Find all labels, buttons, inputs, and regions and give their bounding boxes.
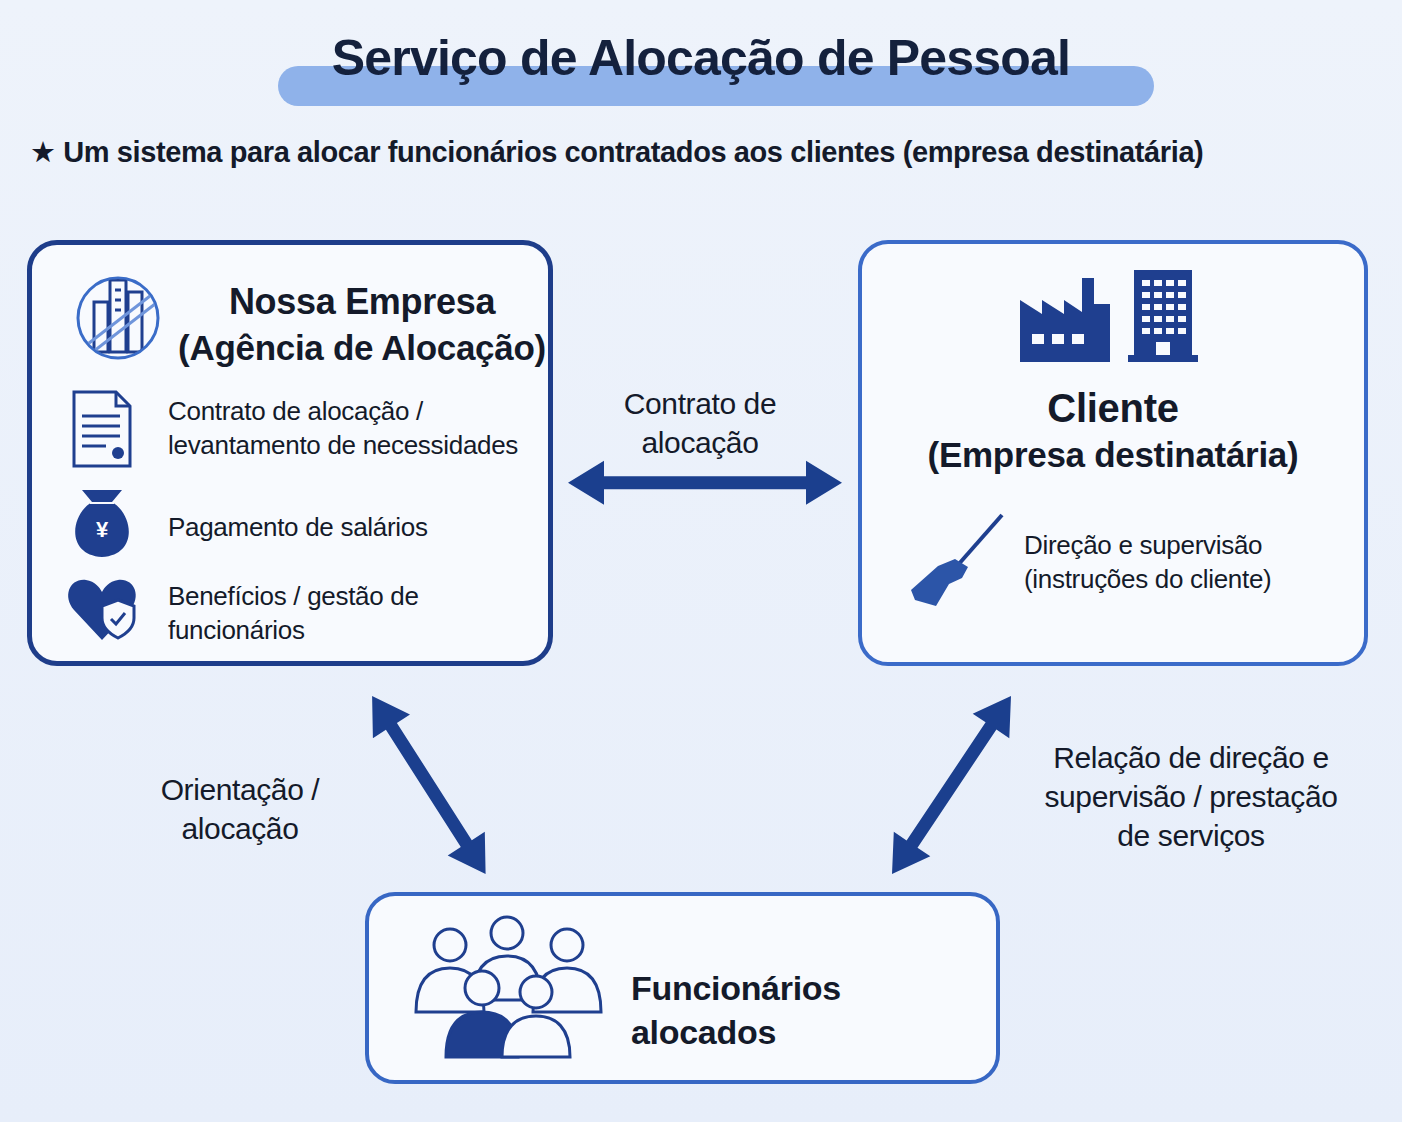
icon-part (82, 416, 120, 446)
icon-part (102, 600, 134, 638)
icon-part (82, 435, 120, 438)
company-logo (78, 278, 158, 358)
icon-part (1072, 334, 1084, 344)
icon-part (1154, 304, 1162, 310)
icon-part (1052, 334, 1064, 344)
service-item: Benefícios / gestão de funcionários (168, 580, 553, 648)
connector-label: Contrato de alocação (600, 384, 800, 462)
icon-part (115, 299, 121, 302)
icon-part (1166, 280, 1174, 286)
icon-part (446, 1012, 518, 1057)
icon-part (1142, 316, 1150, 322)
icon-part (74, 392, 130, 466)
service-item: Pagamento de salários (168, 511, 553, 545)
icon-part (1142, 280, 1186, 355)
icon-part (112, 447, 124, 459)
icon-part (115, 289, 121, 292)
heart-shield-icon (68, 580, 136, 640)
icon-part (1142, 280, 1150, 286)
icon-part (520, 976, 552, 1008)
people-group-icon (416, 917, 601, 1057)
icon-part (1178, 304, 1186, 310)
icon-part (502, 1016, 570, 1057)
icon-part (1020, 278, 1110, 362)
connector-label: Relação de direção e supervisão / presta… (1036, 738, 1346, 855)
subtitle-note: ★ Um sistema para alocar funcionários co… (30, 134, 1390, 172)
currency-symbol: ¥ (88, 516, 116, 545)
double-arrow (892, 696, 1011, 874)
document-icon (74, 392, 130, 466)
icon-part (85, 304, 155, 358)
icon-part (1166, 328, 1174, 334)
icon-part (1142, 292, 1150, 298)
icon-part (1154, 280, 1162, 286)
double-arrow (372, 696, 486, 874)
icon-part (1156, 342, 1170, 355)
icon-part (1142, 328, 1150, 334)
icon-part (82, 445, 106, 448)
icon-part (68, 580, 136, 640)
box-heading: Cliente (862, 382, 1364, 434)
icon-part (1166, 304, 1174, 310)
icon-part (80, 296, 150, 350)
icon-part (1178, 328, 1186, 334)
diagram-title: Serviço de Alocação de Pessoal (0, 26, 1402, 91)
client-box: Cliente(Empresa destinatária) Direção e s… (858, 240, 1368, 666)
staff-box: Funcionários alocados (365, 892, 1000, 1084)
icon-part (1128, 355, 1198, 362)
icon-part (416, 968, 484, 1012)
icon-part (75, 490, 129, 557)
service-item: Contrato de alocação / levantamento de n… (168, 395, 553, 463)
icon-part (1178, 292, 1186, 298)
icon-part (115, 309, 121, 312)
icon-part (82, 415, 120, 418)
icon-part (1134, 270, 1192, 358)
icon-part (80, 280, 155, 358)
icon-part (434, 929, 466, 961)
icon-part (1166, 292, 1174, 298)
box-heading: Nossa Empresa (172, 279, 552, 326)
icon-part (533, 968, 601, 1012)
double-arrow (568, 461, 842, 505)
icon-part (90, 502, 114, 504)
pointing-hand-icon (911, 515, 1002, 606)
factory-icon (1020, 278, 1110, 362)
icon-part (116, 392, 130, 406)
office-building-icon (1128, 270, 1198, 362)
icon-part (110, 280, 126, 352)
money-bag-icon (75, 490, 129, 557)
icon-part (1178, 280, 1186, 286)
connector-label: Orientação / alocação (140, 770, 340, 848)
icon-part (491, 917, 523, 949)
icon-part (950, 515, 1002, 574)
icon-part (911, 559, 968, 606)
icon-part (1154, 316, 1162, 322)
icon-part (1154, 328, 1162, 334)
icon-part (465, 971, 499, 1005)
responsibility-item: Direção e supervisão (instruções do clie… (1024, 529, 1324, 597)
box-subheading: (Empresa destinatária) (862, 432, 1364, 478)
icon-part (1154, 292, 1162, 298)
icon-part (551, 929, 583, 961)
icon-part (94, 302, 108, 352)
icon-part (1142, 304, 1150, 310)
icon-part (82, 425, 120, 428)
icon-part (78, 278, 158, 358)
icon-part (473, 956, 541, 1000)
icon-part (1032, 334, 1044, 344)
icon-part (1178, 316, 1186, 322)
icon-part (111, 613, 125, 624)
box-subheading: (Agência de Alocação) (172, 325, 552, 371)
box-heading: Funcionários alocados (631, 966, 991, 1054)
icon-part (128, 292, 142, 352)
agency-box: Nossa Empresa(Agência de Alocação) Contra… (27, 240, 553, 666)
icon-part (1166, 316, 1174, 322)
